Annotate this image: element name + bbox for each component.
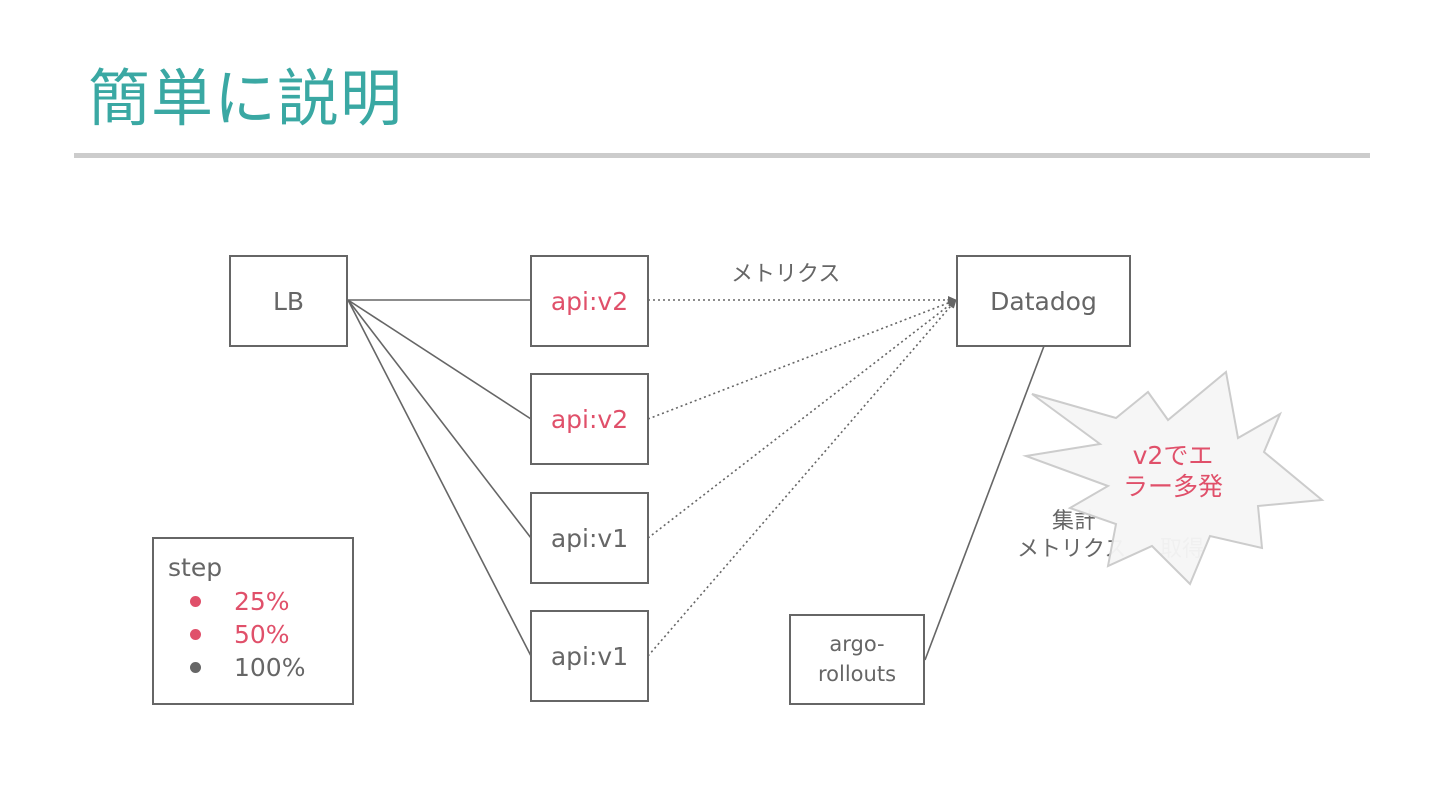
lb-to-pod3-line — [347, 299, 532, 539]
legend-item: 25% — [168, 585, 352, 618]
bullet-icon — [190, 662, 201, 673]
legend-item: 50% — [168, 618, 352, 651]
metrics-label: メトリクス — [731, 262, 841, 287]
argo-label-line1: argo- — [829, 632, 885, 657]
argo-to-datadog-line — [924, 345, 1045, 661]
fetch-label: 取得 — [1160, 537, 1205, 562]
pod3-to-datadog-metrics — [647, 299, 957, 539]
pod2-to-datadog-metrics — [647, 299, 957, 420]
step-legend: step 25% 50% 100% — [152, 537, 354, 705]
pod4-to-datadog-metrics — [647, 299, 957, 657]
api-v2-pod-2: api:v2 — [530, 373, 649, 465]
legend-item-label: 25% — [234, 587, 290, 616]
datadog-node: Datadog — [956, 255, 1131, 347]
error-callout-text: v2でエ ラー多発 — [1098, 440, 1248, 503]
legend-item-label: 100% — [234, 653, 306, 682]
api-v1-pod-1: api:v1 — [530, 492, 649, 584]
legend-item: 100% — [168, 651, 352, 684]
legend-item-label: 50% — [234, 620, 290, 649]
bullet-icon — [190, 629, 201, 640]
aggregate-metrics-label: メトリクス — [1017, 537, 1127, 562]
api-v2-pod-1: api:v2 — [530, 255, 649, 347]
argo-label-line2: rollouts — [817, 661, 897, 686]
api-v1-pod-2: api:v1 — [530, 610, 649, 702]
argo-rollouts-node: argo- rollouts — [789, 614, 925, 705]
bullet-icon — [190, 596, 201, 607]
callout-line1: v2でエ — [1132, 441, 1214, 470]
page-title: 簡単に説明 — [88, 62, 404, 135]
lb-to-pod4-line — [347, 299, 532, 657]
lb-to-pod2-line — [347, 299, 532, 420]
lb-node: LB — [229, 255, 348, 347]
legend-title: step — [168, 553, 223, 582]
callout-line2: ラー多発 — [1122, 472, 1223, 502]
title-divider — [74, 153, 1370, 158]
